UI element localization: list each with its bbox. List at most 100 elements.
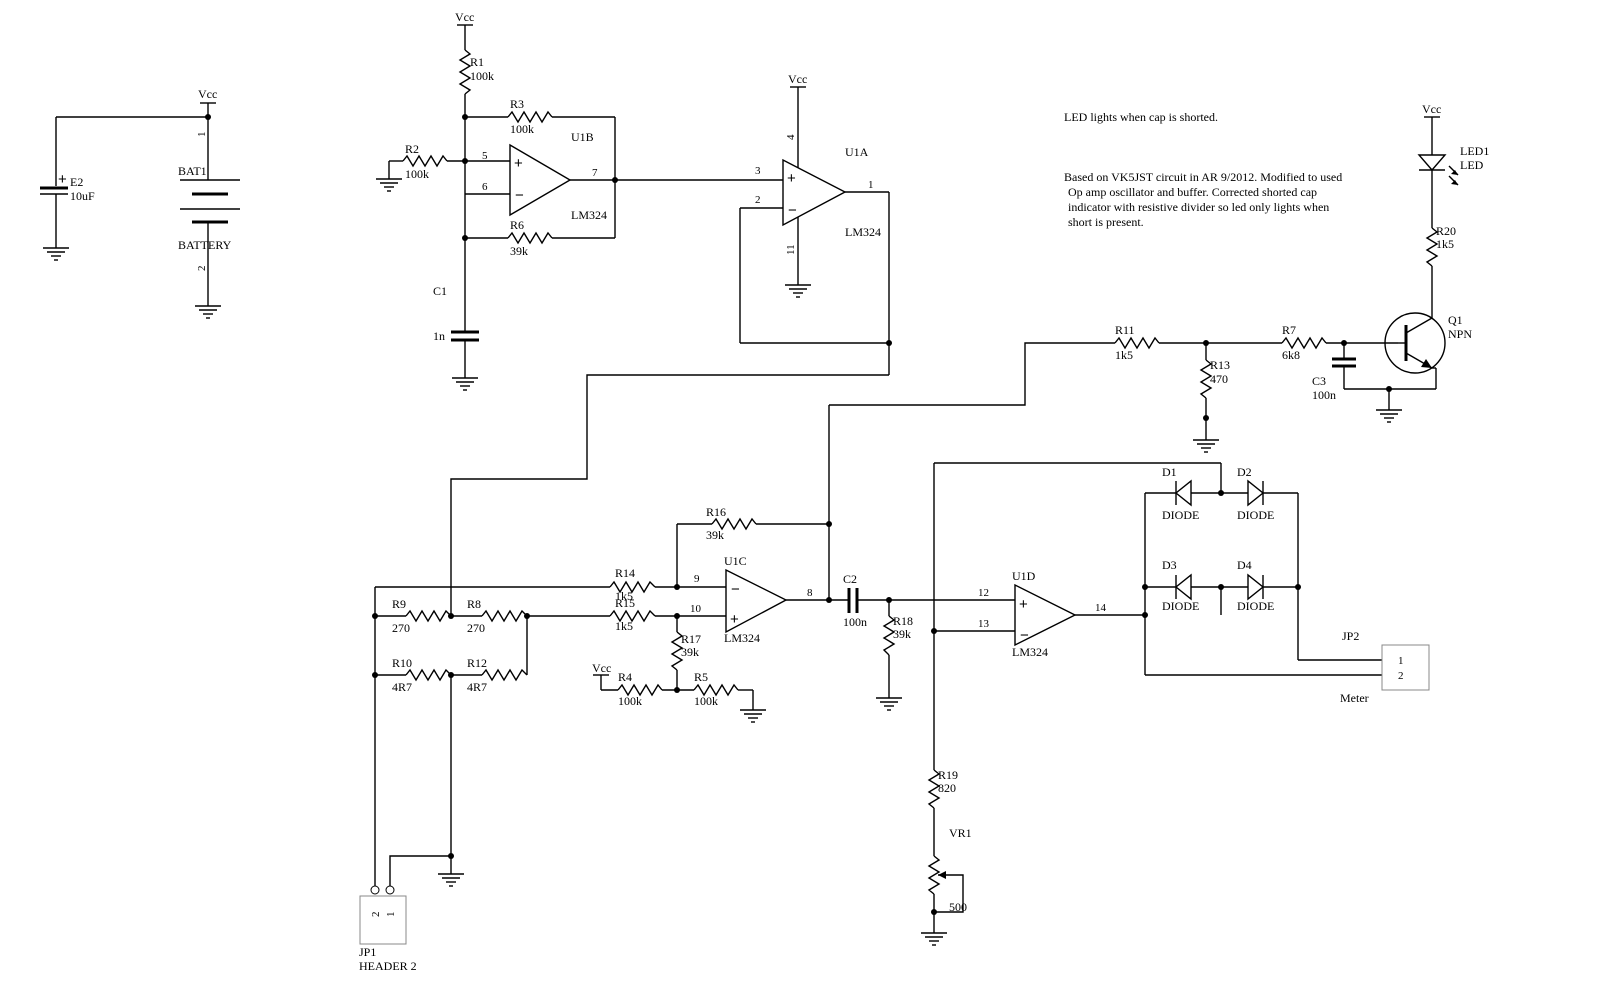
r18-value: 39k [893,627,911,641]
d1-ref: D1 [1162,465,1177,479]
d2-value: DIODE [1237,508,1274,522]
r7-ref: R7 [1282,323,1296,337]
r20-ref: R20 [1436,224,1456,238]
r8-ref: R8 [467,597,481,611]
r15-value: 1k5 [615,619,633,633]
svg-text:−: − [1020,627,1029,644]
u1a-ref: U1A [845,145,869,159]
d3-value: DIODE [1162,599,1199,613]
bat1-value: BATTERY [178,238,232,252]
based-on-line-2: Op amp oscillator and buffer. Corrected … [1068,185,1317,199]
u1d-pin13: 13 [978,618,990,630]
u1a-pin3: 3 [755,165,761,177]
u1d-pin14: 14 [1095,602,1107,614]
c2-ref: C2 [843,572,857,586]
r9-value: 270 [392,621,410,635]
u1a-pin4: 4 [785,134,797,140]
vcc-label-r1: Vcc [455,10,474,24]
r16-value: 39k [706,528,724,542]
r13-value: 470 [1210,372,1228,386]
jp2-ref: JP2 [1342,629,1359,643]
r11-ref: R11 [1115,323,1135,337]
r9-ref: R9 [392,597,406,611]
r10-ref: R10 [392,656,412,670]
r6-ref: R6 [510,218,524,232]
r18-ref: R18 [893,614,913,628]
r19-value: 820 [938,781,956,795]
bat1-pin2: 2 [196,266,208,272]
r13-ref: R13 [1210,358,1230,372]
battery-section: Vcc + E2 10uF BAT1 BATTERY 1 2 [40,87,240,319]
u1c-pin8: 8 [807,587,813,599]
jp2-value: Meter [1340,691,1369,705]
buffer-section: 3 + − Vcc 4 11 2 1 U1A LM324 [450,72,892,616]
d3-ref: D3 [1162,558,1177,572]
u1d-part: LM324 [1012,645,1048,659]
vcc-label-u1a: Vcc [788,72,807,86]
r14-value: 1k5 [615,589,633,603]
r1-value: 100k [470,69,494,83]
vr1-value: 500 [949,900,967,914]
e2-value: 10uF [70,189,95,203]
r12-ref: R12 [467,656,487,670]
r4-value: 100k [618,694,642,708]
u1c-pin10: 10 [690,603,702,615]
jp1-pin2: 2 [370,912,382,918]
r17-value: 39k [681,645,699,659]
d4-value: DIODE [1237,599,1274,613]
u1b-pin6: 6 [482,181,488,193]
r4-ref: R4 [618,670,632,684]
u1a-part: LM324 [845,225,881,239]
u1b-pin5: 5 [482,150,488,162]
u1a-pin11: 11 [785,244,797,255]
bat1-ref: BAT1 [178,164,207,178]
svg-text:−: − [788,202,797,219]
r5-value: 100k [694,694,718,708]
u1a-pin2: 2 [755,194,761,206]
q1-ref: Q1 [1448,313,1463,327]
led1-value: LED [1460,158,1484,172]
u1b-pin7: 7 [592,167,598,179]
based-on-line-4: short is present. [1068,215,1144,229]
led-note: LED lights when cap is shorted. [1064,110,1218,124]
vcc-label-bat: Vcc [198,87,217,101]
r3-value: 100k [510,122,534,136]
u1a-pin1: 1 [868,179,874,191]
indicator-section: R11 1k5 R13 470 R7 6k8 C3 100n [1114,102,1489,453]
r10-value: 4R7 [392,680,412,694]
r14-ref: R14 [615,566,635,580]
based-on-line-3: indicator with resistive divider so led … [1068,200,1329,214]
jp2-pin2: 2 [1398,670,1404,682]
d1-value: DIODE [1162,508,1199,522]
c3-value: 100n [1312,388,1336,402]
u1c-ref: U1C [724,554,747,568]
svg-text:−: − [515,187,524,204]
detector-section: C2 100n 12 R18 39k + − U1D LM324 13 14 R… [843,462,1430,946]
d4-ref: D4 [1237,558,1252,572]
u1c-part: LM324 [724,631,760,645]
svg-text:−: − [731,581,740,598]
r11-value: 1k5 [1115,348,1133,362]
d2-ref: D2 [1237,465,1252,479]
svg-text:+: + [787,170,796,187]
oscillator-section: Vcc R1 100k R3 100k R2 100k + − 5 6 7 U1… [375,10,618,391]
r2-value: 100k [405,167,429,181]
c1-ref: C1 [433,284,447,298]
svg-text:+: + [58,171,67,188]
u1d-pin12: 12 [978,587,989,599]
svg-text:+: + [1019,596,1028,613]
c1-value: 1n [433,329,445,343]
r12-value: 4R7 [467,680,487,694]
r2-ref: R2 [405,142,419,156]
svg-text:+: + [514,155,523,172]
svg-text:+: + [730,611,739,628]
jp1-ref: JP1 [359,945,376,959]
vcc-label-led: Vcc [1422,102,1441,116]
based-on-line-1: Based on VK5JST circuit in AR 9/2012. Mo… [1064,170,1342,184]
r20-value: 1k5 [1436,237,1454,251]
r5-ref: R5 [694,670,708,684]
r17-ref: R17 [681,632,701,646]
r19-ref: R19 [938,768,958,782]
vcc-label-r4: Vcc [592,661,611,675]
